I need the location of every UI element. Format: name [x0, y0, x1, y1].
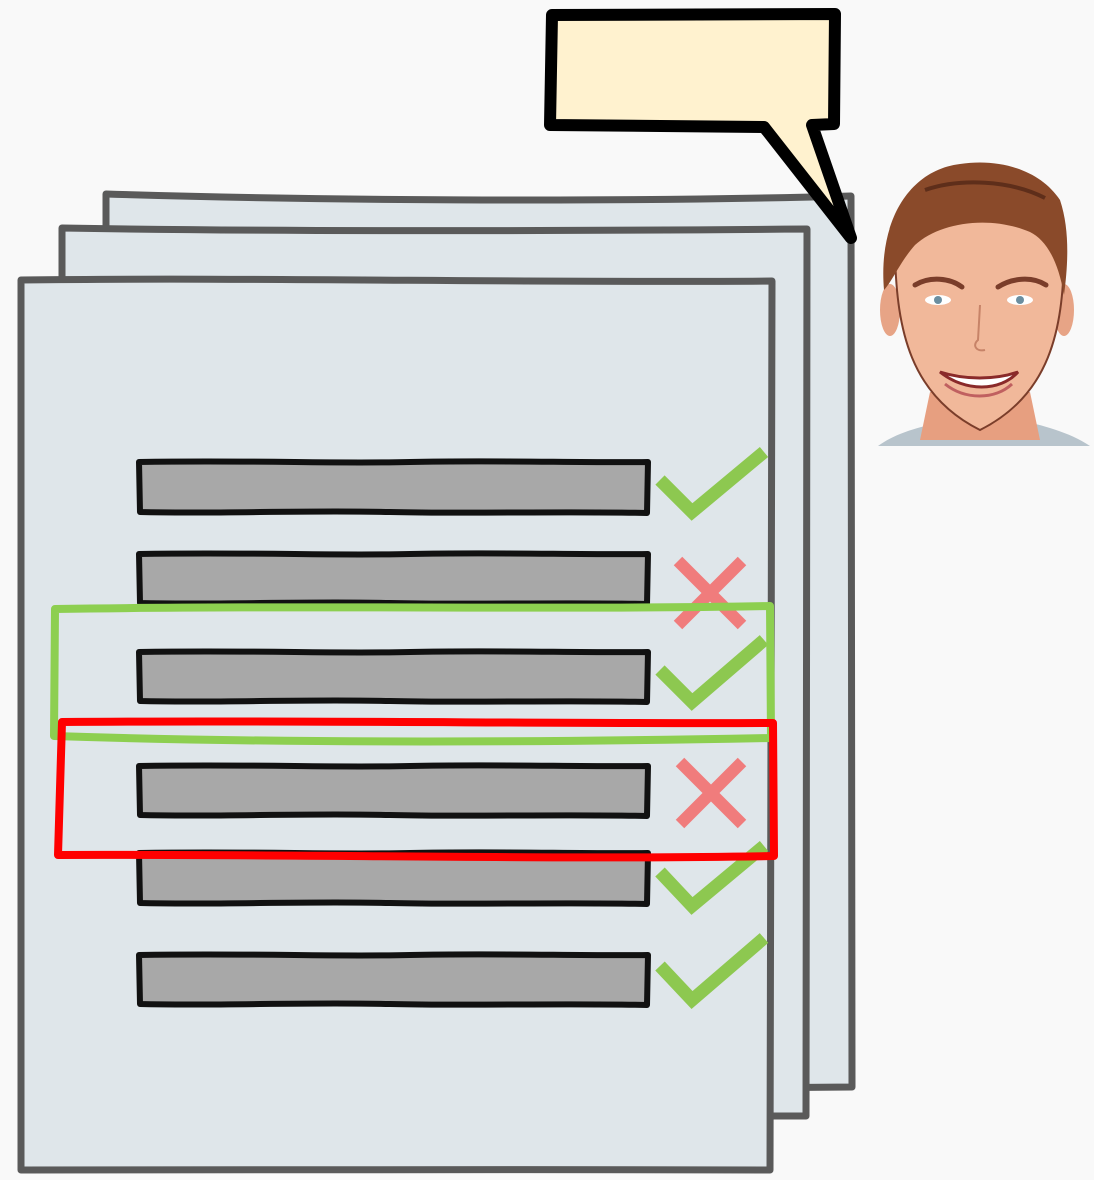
- row-2: [136, 550, 651, 607]
- row-bar: [136, 648, 651, 705]
- check-icon: [655, 841, 769, 915]
- person-avatar-icon: [878, 162, 1090, 446]
- row-3: [136, 648, 651, 705]
- cross-icon: [673, 556, 747, 630]
- row-1: [136, 458, 651, 516]
- speech-bubble: [544, 8, 857, 244]
- row-bar: [136, 762, 651, 819]
- highlight-box-bad: [54, 717, 778, 862]
- row-bar: [136, 951, 651, 1008]
- speech-bubble-shape: [544, 8, 857, 244]
- status-marks: [655, 447, 769, 1009]
- row-4: [136, 762, 651, 819]
- row-bar: [136, 458, 651, 516]
- row-6: [136, 951, 651, 1008]
- cross-icon: [675, 757, 747, 829]
- row-bar: [136, 550, 651, 607]
- check-icon: [655, 933, 769, 1009]
- check-icon: [655, 635, 769, 711]
- check-icon: [655, 447, 769, 521]
- highlights: [50, 602, 778, 862]
- rows-group: [136, 458, 651, 1008]
